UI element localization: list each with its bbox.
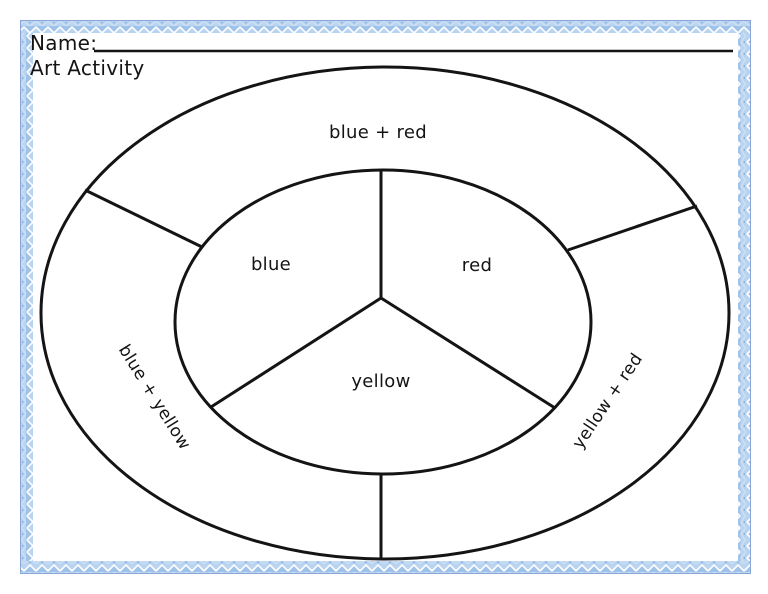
decorative-chevron-border [20, 20, 751, 574]
inner-divider-lower-right [380, 296, 556, 410]
border-outline [20, 20, 751, 574]
inner-section-label-yellow: yellow [351, 371, 410, 392]
outer-ring-ellipse [39, 65, 731, 561]
inner-divider-lower-left [210, 296, 382, 409]
page-title: Art Activity [30, 56, 145, 80]
outer-section-label-yellow-red: yellow + red [569, 350, 648, 453]
inner-section-label-red: red [462, 255, 492, 276]
inner-section-label-blue: blue [251, 254, 291, 275]
inner-circle-ellipse [173, 168, 593, 476]
outer-section-label-blue-red: blue + red [329, 122, 427, 143]
name-label: Name: [30, 31, 97, 55]
color-wheel-diagram: blue + red blue + yellow yellow + red bl… [39, 65, 731, 561]
ring-divider-upper-right [567, 204, 698, 252]
ring-divider-upper-left [84, 188, 203, 249]
